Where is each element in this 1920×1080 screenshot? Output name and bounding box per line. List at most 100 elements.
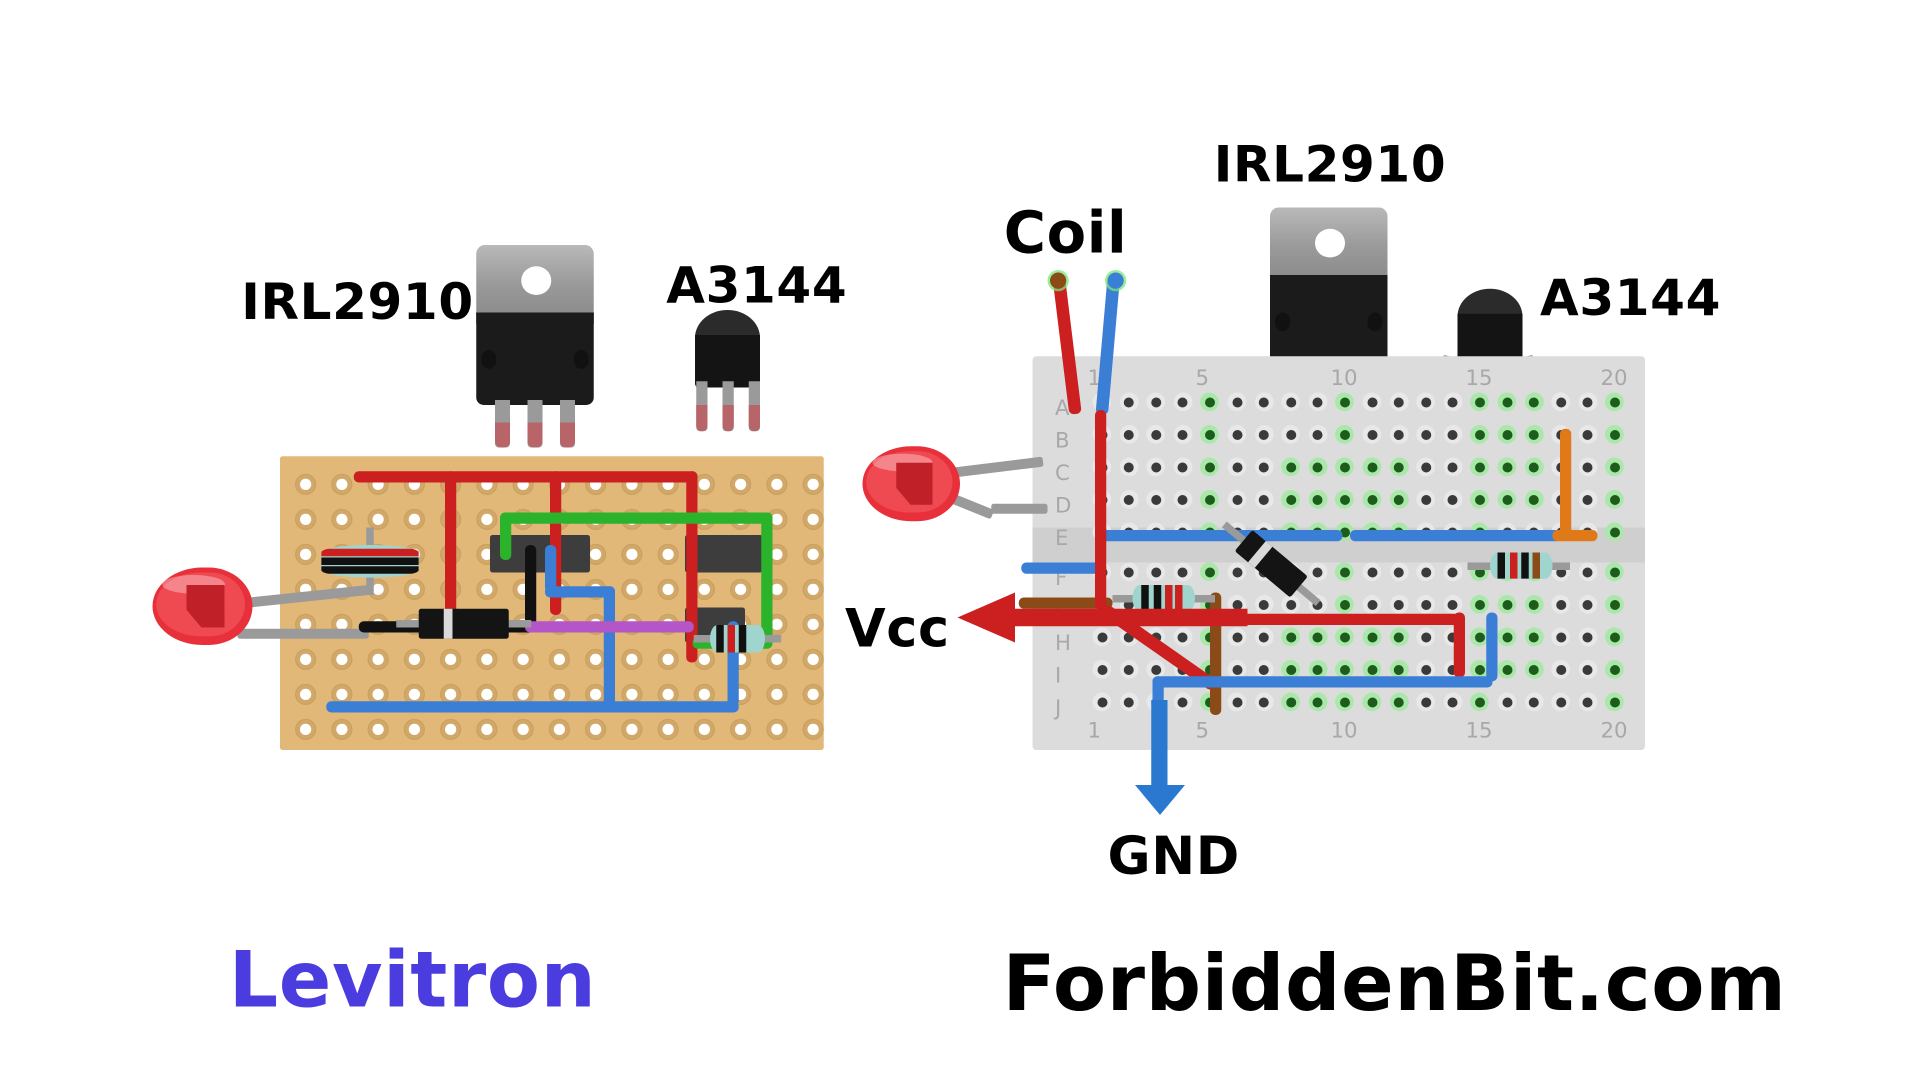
breadboard-hole[interactable] <box>1497 660 1517 679</box>
breadboard-hole[interactable] <box>1335 425 1355 444</box>
breadboard-hole[interactable] <box>1173 425 1193 444</box>
breadboard-hole[interactable] <box>1416 425 1436 444</box>
breadboard-hole[interactable] <box>1362 490 1382 509</box>
breadboard-hole[interactable] <box>1119 457 1139 477</box>
breadboard-hole[interactable] <box>1524 627 1544 647</box>
breadboard-hole[interactable] <box>1173 490 1193 509</box>
breadboard-hole[interactable] <box>1524 660 1544 679</box>
breadboard-hole[interactable] <box>1605 425 1625 444</box>
breadboard-hole[interactable] <box>1308 392 1328 412</box>
breadboard-hole[interactable] <box>1578 425 1598 444</box>
breadboard-hole[interactable] <box>1119 562 1139 582</box>
breadboard-hole[interactable] <box>1497 392 1517 412</box>
breadboard-hole[interactable] <box>1200 425 1220 444</box>
breadboard-hole[interactable] <box>1497 627 1517 647</box>
breadboard-hole[interactable] <box>1281 425 1301 444</box>
breadboard-hole[interactable] <box>1308 562 1328 582</box>
breadboard-hole[interactable] <box>1389 457 1409 477</box>
breadboard-hole[interactable] <box>1524 457 1544 477</box>
breadboard-hole[interactable] <box>1578 627 1598 647</box>
breadboard-hole[interactable] <box>1335 627 1355 647</box>
breadboard-hole[interactable] <box>1551 692 1571 712</box>
breadboard-hole[interactable] <box>1146 660 1166 679</box>
breadboard-hole[interactable] <box>1578 595 1598 614</box>
breadboard-hole[interactable] <box>1308 627 1328 647</box>
breadboard-hole[interactable] <box>1605 490 1625 509</box>
breadboard-hole[interactable] <box>1524 425 1544 444</box>
breadboard-hole[interactable] <box>1254 457 1274 477</box>
breadboard-hole[interactable] <box>1524 595 1544 614</box>
breadboard-hole[interactable] <box>1497 490 1517 509</box>
breadboard-hole[interactable] <box>1200 457 1220 477</box>
breadboard-hole[interactable] <box>1308 692 1328 712</box>
breadboard-hole[interactable] <box>1308 660 1328 679</box>
breadboard-hole[interactable] <box>1497 595 1517 614</box>
breadboard-hole[interactable] <box>1227 562 1247 582</box>
breadboard-hole[interactable] <box>1119 392 1139 412</box>
breadboard-hole[interactable] <box>1200 392 1220 412</box>
breadboard-hole[interactable] <box>1281 457 1301 477</box>
breadboard-hole[interactable] <box>1389 595 1409 614</box>
breadboard-hole[interactable] <box>1605 562 1625 582</box>
breadboard-hole[interactable] <box>1119 692 1139 712</box>
breadboard-hole[interactable] <box>1416 660 1436 679</box>
breadboard-hole[interactable] <box>1578 457 1598 477</box>
breadboard-hole[interactable] <box>1281 627 1301 647</box>
breadboard-hole[interactable] <box>1578 392 1598 412</box>
breadboard-hole[interactable] <box>1200 490 1220 509</box>
breadboard-hole[interactable] <box>1146 457 1166 477</box>
breadboard-hole[interactable] <box>1362 692 1382 712</box>
breadboard-hole[interactable] <box>1146 490 1166 509</box>
breadboard-hole[interactable] <box>1335 660 1355 679</box>
breadboard-hole[interactable] <box>1254 392 1274 412</box>
breadboard-hole[interactable] <box>1443 392 1463 412</box>
breadboard-hole[interactable] <box>1227 660 1247 679</box>
breadboard-hole[interactable] <box>1227 627 1247 647</box>
breadboard-hole[interactable] <box>1335 392 1355 412</box>
breadboard-hole[interactable] <box>1227 692 1247 712</box>
breadboard-hole[interactable] <box>1227 490 1247 509</box>
breadboard-hole[interactable] <box>1470 660 1490 679</box>
breadboard-hole[interactable] <box>1335 595 1355 614</box>
breadboard-hole[interactable] <box>1362 392 1382 412</box>
breadboard-hole[interactable] <box>1389 627 1409 647</box>
breadboard-hole[interactable] <box>1470 692 1490 712</box>
breadboard-hole[interactable] <box>1146 392 1166 412</box>
breadboard-hole[interactable] <box>1605 522 1625 542</box>
breadboard-hole[interactable] <box>1389 490 1409 509</box>
breadboard-hole[interactable] <box>1578 490 1598 509</box>
breadboard-hole[interactable] <box>1443 490 1463 509</box>
breadboard-hole[interactable] <box>1092 660 1112 679</box>
breadboard-hole[interactable] <box>1254 425 1274 444</box>
breadboard-hole[interactable] <box>1470 392 1490 412</box>
breadboard-hole[interactable] <box>1308 457 1328 477</box>
breadboard-hole[interactable] <box>1551 595 1571 614</box>
breadboard-hole[interactable] <box>1227 425 1247 444</box>
breadboard-hole[interactable] <box>1281 692 1301 712</box>
breadboard-hole[interactable] <box>1335 457 1355 477</box>
breadboard-hole[interactable] <box>1254 692 1274 712</box>
breadboard-hole[interactable] <box>1173 457 1193 477</box>
breadboard-hole[interactable] <box>1578 692 1598 712</box>
breadboard-hole[interactable] <box>1281 392 1301 412</box>
breadboard-hole[interactable] <box>1443 692 1463 712</box>
breadboard-hole[interactable] <box>1443 562 1463 582</box>
breadboard-hole[interactable] <box>1605 595 1625 614</box>
breadboard-hole[interactable] <box>1254 627 1274 647</box>
breadboard-hole[interactable] <box>1416 562 1436 582</box>
breadboard-hole[interactable] <box>1443 595 1463 614</box>
breadboard-hole[interactable] <box>1254 595 1274 614</box>
breadboard-hole[interactable] <box>1416 490 1436 509</box>
breadboard-hole[interactable] <box>1308 490 1328 509</box>
breadboard-hole[interactable] <box>1227 457 1247 477</box>
breadboard-hole[interactable] <box>1470 490 1490 509</box>
breadboard-hole[interactable] <box>1281 595 1301 614</box>
breadboard-hole[interactable] <box>1524 692 1544 712</box>
breadboard-hole[interactable] <box>1497 457 1517 477</box>
breadboard-hole[interactable] <box>1578 562 1598 582</box>
breadboard-hole[interactable] <box>1389 660 1409 679</box>
breadboard-hole[interactable] <box>1605 660 1625 679</box>
breadboard-hole[interactable] <box>1335 490 1355 509</box>
breadboard-hole[interactable] <box>1362 660 1382 679</box>
breadboard-hole[interactable] <box>1146 425 1166 444</box>
